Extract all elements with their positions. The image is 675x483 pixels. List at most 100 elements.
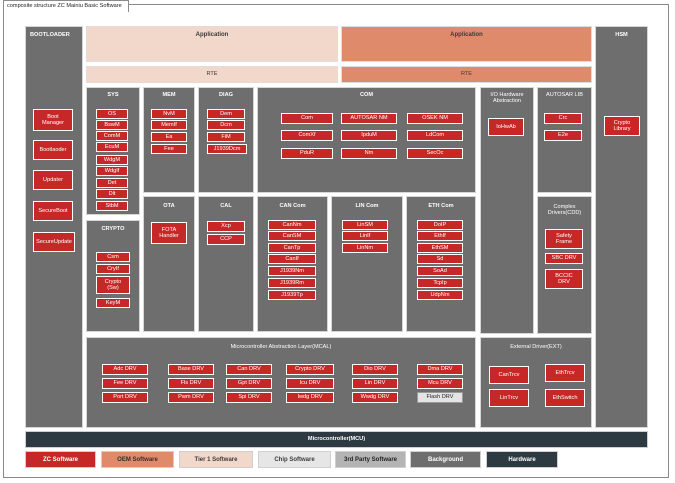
diagram-frame — [3, 4, 669, 478]
rte-left: RTE — [86, 66, 338, 83]
dcm-box: Dcm — [207, 120, 245, 130]
updater-box: Updater — [33, 170, 73, 190]
secoc-box: SecOc — [407, 148, 463, 159]
com-title: COM — [359, 92, 374, 98]
lintrcv-box: LinTrcv — [489, 389, 529, 407]
cryif-box: CryIf — [96, 264, 130, 274]
mcu-bar: Microcontroller(MCU) — [25, 431, 648, 448]
cannm-box: CanNm — [268, 220, 316, 230]
cansm-box: CanSM — [268, 231, 316, 241]
adc-drv-box: Adc DRV — [102, 364, 148, 375]
com-box: Com — [281, 113, 333, 124]
ethswitch-box: EthSwitch — [545, 389, 585, 407]
base-drv-box: Base DRV — [168, 364, 214, 375]
fim-box: FiM — [207, 132, 245, 142]
safety-frame-box: Safety Frame — [545, 229, 583, 249]
keym-box: KeyM — [96, 298, 130, 308]
crypto-library-box: Crypto Library — [604, 116, 640, 136]
crypto-sw-box: Crypto (Sw) — [96, 276, 130, 294]
can-com-panel: CAN Com — [257, 196, 328, 332]
wwdg-drv-box: Wwdg DRV — [352, 392, 398, 403]
xcp-box: Xcp — [207, 221, 245, 232]
diag-title: DIAG — [219, 92, 233, 98]
hsm-title: HSM — [615, 32, 628, 38]
lin-com-title: LIN Com — [355, 203, 379, 209]
pwm-drv-box: Pwm DRV — [168, 392, 214, 403]
memif-box: MemIf — [151, 120, 187, 130]
dem-box: Dem — [207, 109, 245, 119]
bootloader-box: Bootlaoder — [33, 140, 73, 160]
bootloader-panel: BOOTLOADER — [25, 26, 83, 428]
os-box: OS — [96, 109, 128, 119]
cdd-panel: Complex Drivers(CDD) — [537, 196, 592, 334]
fls-drv-box: Fls DRV — [168, 378, 214, 389]
crypto-title: CRYPTO — [101, 226, 125, 232]
crypto-drv-box: Crypto DRV — [286, 364, 334, 375]
ea-box: Ea — [151, 132, 187, 142]
comm-box: ComM — [96, 131, 128, 141]
secure-update-box: SecureUpdate — [33, 232, 75, 252]
mcal-title: Microcontroller Abstraction Layer(MCAL) — [230, 344, 332, 350]
dlt-box: Dlt — [96, 189, 128, 199]
autosar-lib-title: AUTOSAR LIB — [546, 92, 583, 98]
linif-box: LinIf — [342, 231, 388, 241]
flash-drv-box: Flash DRV — [417, 392, 463, 403]
udpnm-box: UdpNm — [417, 290, 463, 300]
crc-box: Crc — [544, 113, 582, 124]
legend-tier1-software: Tier 1 Software — [179, 451, 253, 468]
lin-com-panel: LIN Com — [331, 196, 403, 332]
can-com-title: CAN Com — [279, 203, 306, 209]
cantp-box: CanTp — [268, 243, 316, 253]
sys-title: SYS — [107, 92, 119, 98]
j1939rm-box: J1939Rm — [268, 278, 316, 288]
comxf-box: ComXf — [281, 130, 333, 141]
io-title: I/O Hardware Abstraction — [490, 92, 524, 105]
fee-drv-box: Fee DRV — [102, 378, 148, 389]
eth-com-panel: ETH Com — [406, 196, 476, 332]
bswm-box: BswM — [96, 120, 128, 130]
lin-drv-box: Lin DRV — [352, 378, 398, 389]
det-box: Det — [96, 178, 128, 188]
mem-title: MEM — [162, 92, 176, 98]
doip-box: DoIP — [417, 220, 463, 230]
e2e-box: E2e — [544, 130, 582, 141]
cal-title: CAL — [220, 203, 232, 209]
ecum-box: EcuM — [96, 142, 128, 152]
linnm-box: LinNm — [342, 243, 388, 253]
mcu-drv-box: Mcu DRV — [417, 378, 463, 389]
icu-drv-box: Icu DRV — [286, 378, 334, 389]
soad-box: SoAd — [417, 266, 463, 276]
tcpip-box: TcpIp — [417, 278, 463, 288]
pdur-box: PduR — [281, 148, 333, 159]
stbm-box: StbM — [96, 201, 128, 211]
legend-3rd-party-software: 3rd Party Software — [335, 451, 406, 468]
ota-title: OTA — [163, 203, 175, 209]
fee-box: Fee — [151, 144, 187, 154]
nm-box: Nm — [341, 148, 397, 159]
bccic-drv-box: BCCIC DRV — [545, 269, 583, 289]
gpt-drv-box: Gpt DRV — [226, 378, 272, 389]
cantrcv-box: CanTrcv — [489, 366, 529, 384]
j1939tp-box: J1939Tp — [268, 290, 316, 300]
sd-box: Sd — [417, 254, 463, 264]
legend-hardware: Hardware — [486, 451, 558, 468]
ccp-box: CCP — [207, 234, 245, 245]
cal-panel: CAL — [198, 196, 254, 332]
ipdum-box: IpduM — [341, 130, 397, 141]
legend-zc-software: ZC Software — [25, 451, 96, 468]
ethif-box: EthIf — [417, 231, 463, 241]
sbc-drv-box: SBC DRV — [545, 253, 583, 264]
ethtrcv-box: EthTrcv — [545, 364, 585, 382]
csm-box: Csm — [96, 252, 130, 262]
wdgm-box: WdgM — [96, 155, 128, 165]
j1939dcm-box: J1939Dcm — [207, 144, 247, 154]
mcal-panel: Microcontroller Abstraction Layer(MCAL) — [86, 337, 476, 428]
ota-panel: OTA — [143, 196, 195, 332]
bootloader-title: BOOTLOADER — [30, 32, 70, 38]
j1939nm-box: J1939Nm — [268, 266, 316, 276]
boot-manager-box: Boot Manager — [33, 109, 73, 131]
ext-title: External Driver(EXT) — [510, 344, 562, 350]
iohwab-box: IoHwAb — [488, 118, 524, 136]
fota-handler-box: FOTA Handler — [151, 222, 187, 244]
diagram-title: composite structure ZC Mainiu Basic Soft… — [3, 0, 129, 12]
